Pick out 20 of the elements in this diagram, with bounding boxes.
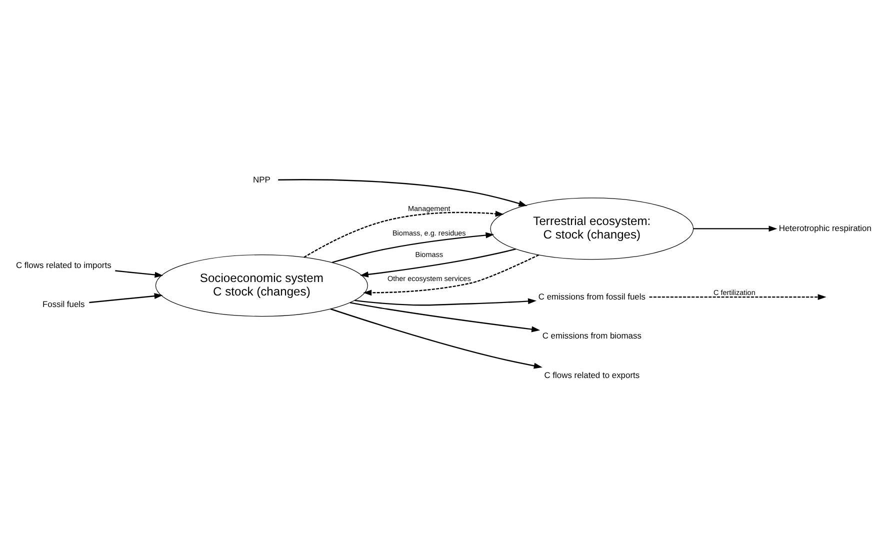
arrow bbox=[350, 302, 540, 332]
arrow bbox=[363, 254, 539, 296]
arrow bbox=[649, 294, 826, 300]
node-ellipse: Terrestrial ecosystem: C stock (changes) bbox=[490, 198, 694, 260]
node-text: Fossil fuels bbox=[42, 299, 85, 310]
arrow bbox=[330, 308, 542, 369]
node-text: NPP bbox=[252, 174, 270, 185]
arrow bbox=[89, 293, 163, 304]
arrow bbox=[693, 226, 778, 232]
node-text: C emissions from fossil fuels bbox=[538, 291, 646, 302]
node-text: Heterotrophic respiration bbox=[778, 222, 872, 233]
arrow bbox=[304, 210, 504, 258]
node-text: C emissions from biomass bbox=[542, 330, 642, 341]
arrow bbox=[115, 270, 164, 278]
arrow bbox=[354, 298, 537, 306]
node-text: C flows related to imports bbox=[16, 260, 112, 270]
arrow bbox=[360, 248, 516, 278]
arrow bbox=[332, 232, 494, 264]
arrow bbox=[278, 179, 528, 206]
node-text: C flows related to exports bbox=[544, 370, 640, 380]
